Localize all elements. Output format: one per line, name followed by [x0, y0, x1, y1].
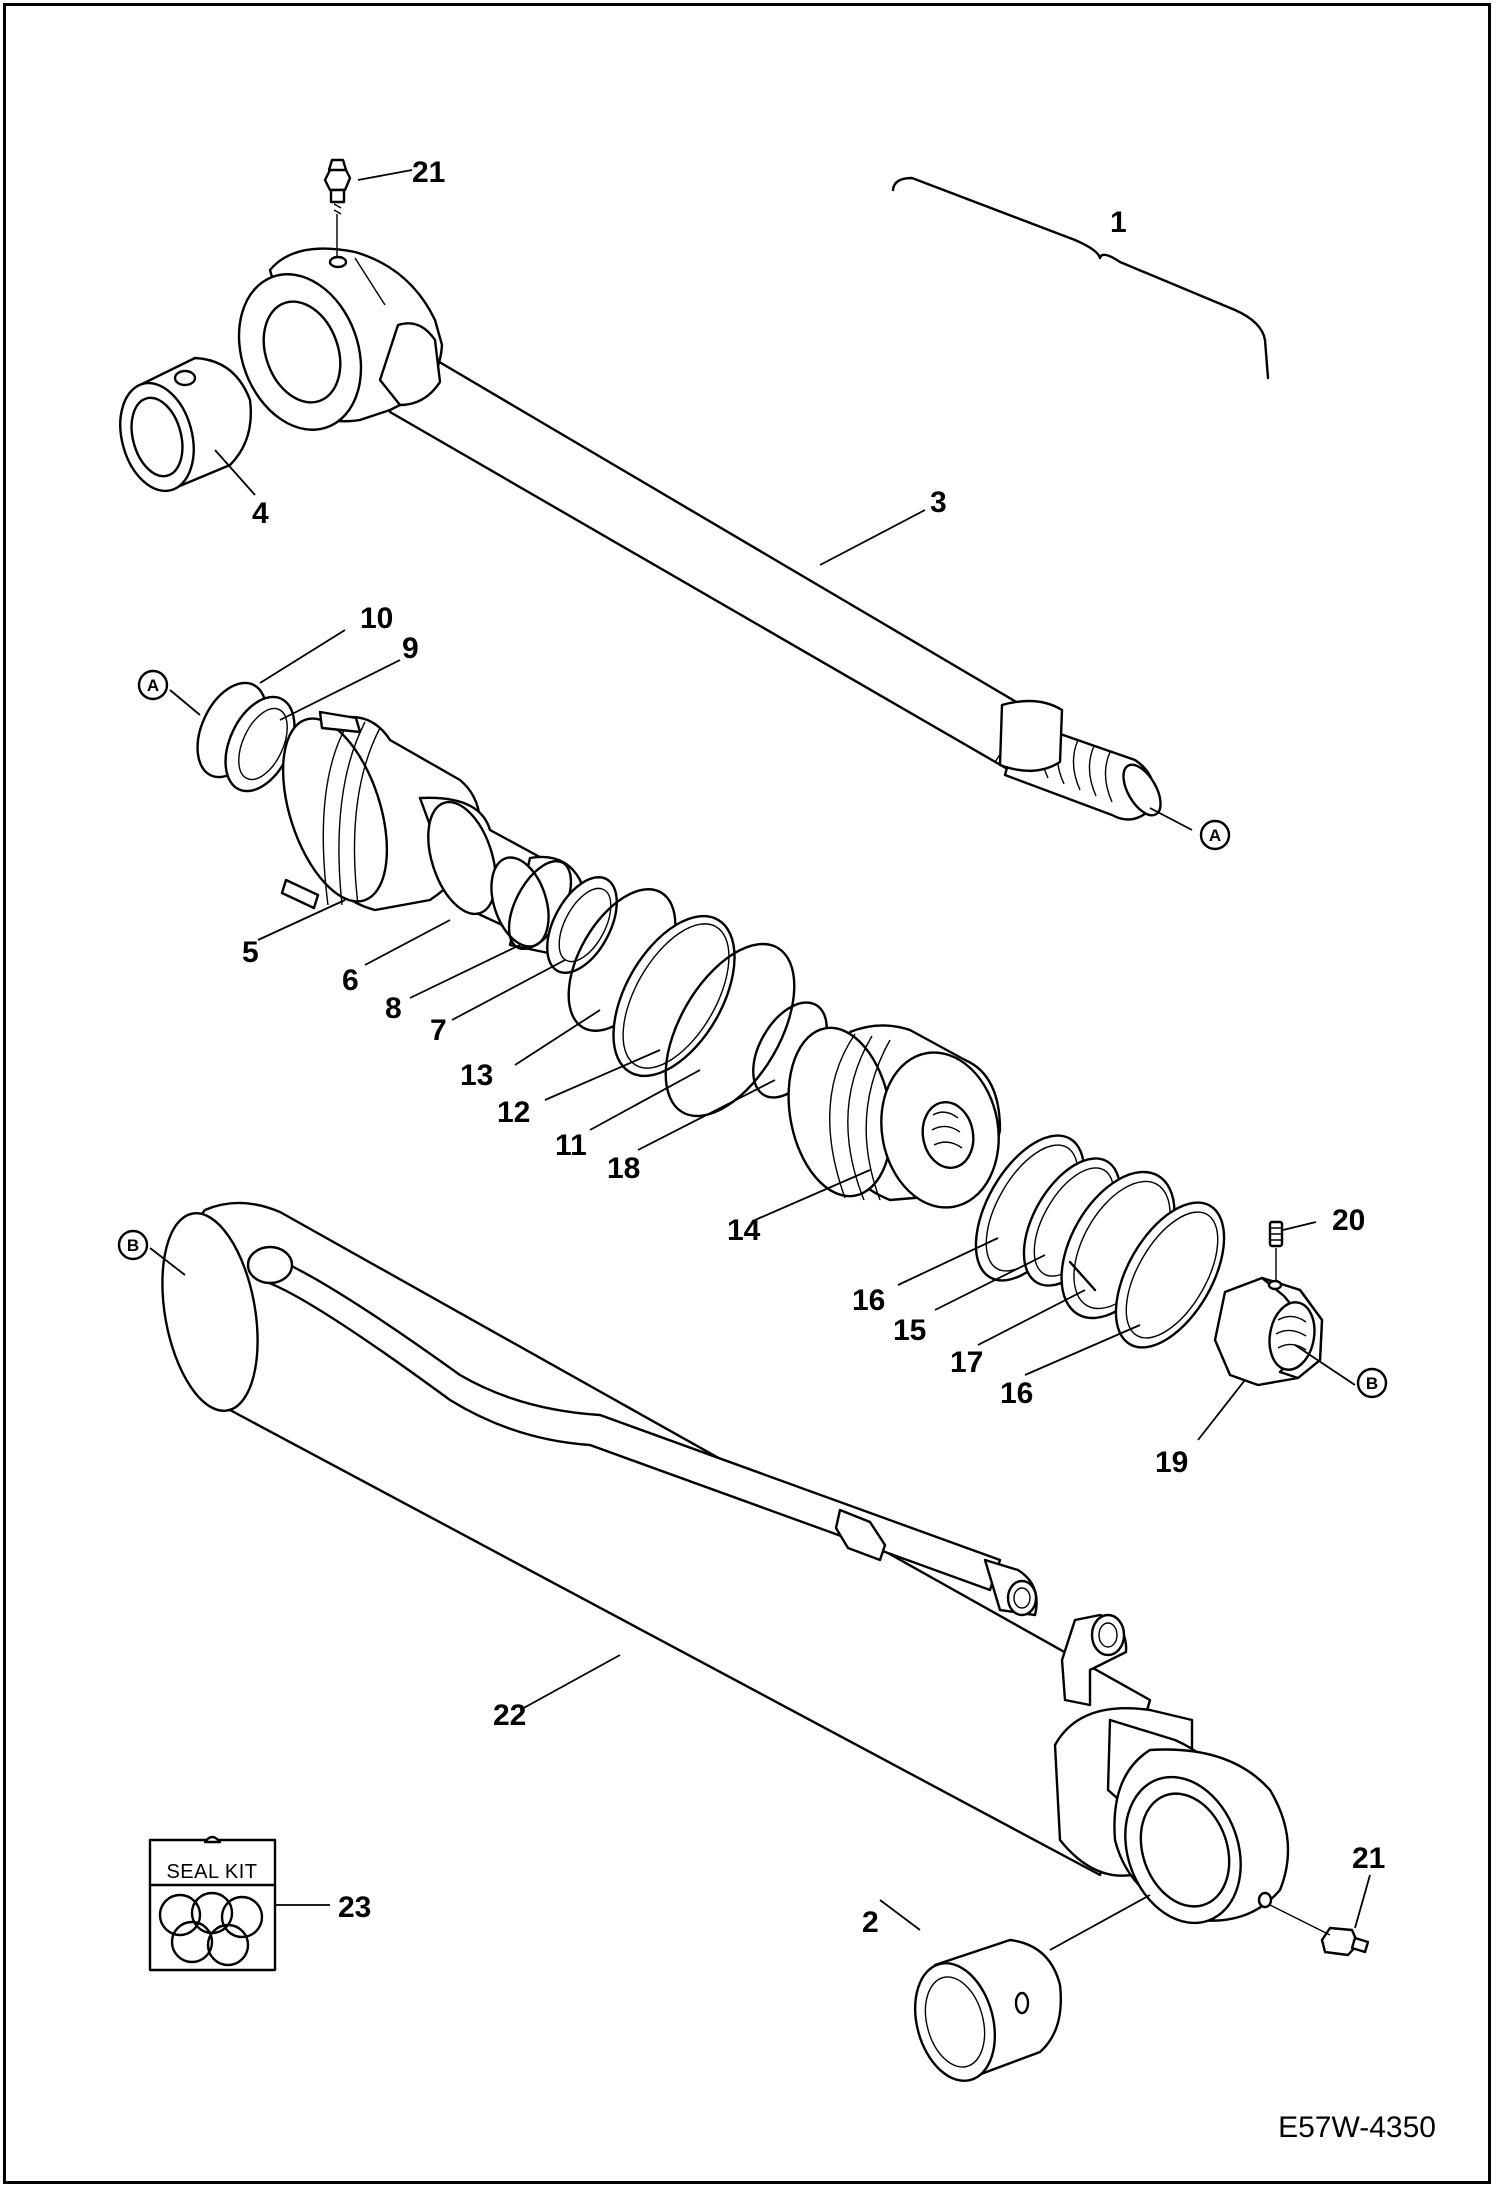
- reference-marker-a-left: A: [137, 669, 169, 701]
- callout-22: 22: [493, 1699, 526, 1732]
- callout-labels: 1 2 3 4 5 6 7 8 9 10 11 12 13 14 15 16 1…: [242, 156, 1385, 1939]
- callout-16-b: 16: [1000, 1377, 1033, 1410]
- backup-ring-12: [612, 914, 736, 1078]
- callout-7: 7: [430, 1014, 447, 1047]
- callout-19: 19: [1155, 1446, 1188, 1479]
- callout-16-a: 16: [852, 1284, 885, 1317]
- ring-16-b: [1114, 1201, 1226, 1349]
- callout-5: 5: [242, 936, 259, 969]
- callout-17: 17: [950, 1346, 983, 1379]
- reference-marker-b-label: B: [1366, 1374, 1378, 1393]
- callout-13: 13: [460, 1059, 493, 1092]
- callout-15: 15: [893, 1314, 926, 1347]
- reference-marker-b-left: B: [117, 1229, 149, 1261]
- reference-marker-b-label: B: [127, 1236, 139, 1255]
- callout-10: 10: [360, 602, 393, 635]
- piston-14: [787, 1024, 1002, 1209]
- callout-21-bottom: 21: [1352, 1842, 1385, 1875]
- assembly-bracket-line: [891, 176, 1270, 380]
- o-ring-11: [664, 942, 796, 1118]
- seal-kit-title: SEAL KIT: [166, 1861, 257, 1883]
- reference-marker-a-label: A: [1209, 826, 1221, 845]
- set-screw-20: [1268, 1220, 1284, 1280]
- callout-18: 18: [607, 1152, 640, 1185]
- callout-3: 3: [930, 486, 947, 519]
- callout-14: 14: [727, 1214, 761, 1247]
- lock-nut-19: [1213, 1276, 1324, 1387]
- gland-assembly: [196, 681, 618, 974]
- piston-rod: [383, 328, 1162, 821]
- leader-lines: [149, 169, 1371, 1951]
- callout-21-top: 21: [412, 156, 445, 189]
- bushing-2: [913, 1938, 1062, 2082]
- callout-1: 1: [1110, 206, 1127, 239]
- callout-11: 11: [555, 1129, 587, 1162]
- rod-assembly: [119, 158, 1270, 821]
- cylinder-barrel: [161, 1201, 1290, 1925]
- gland-5: [280, 710, 602, 962]
- callout-6: 6: [342, 964, 359, 997]
- grease-fitting-bottom: [1269, 1904, 1370, 1957]
- rod-eye: [237, 247, 444, 431]
- reference-marker-a-right: A: [1199, 819, 1231, 851]
- bushing-4: [119, 356, 252, 493]
- reference-marker-b-right: B: [1356, 1367, 1388, 1399]
- ring-7: [546, 876, 618, 974]
- figure-id: E57W-4350: [1278, 2111, 1436, 2144]
- callout-2: 2: [862, 1906, 879, 1939]
- callout-20: 20: [1332, 1204, 1365, 1237]
- seal-kit-23: [148, 1835, 277, 1972]
- callout-12: 12: [497, 1096, 530, 1129]
- callout-23: 23: [338, 1891, 371, 1924]
- reference-marker-a-label: A: [147, 676, 159, 695]
- piston-assembly: [787, 1024, 1226, 1349]
- grease-fitting-top: [323, 158, 352, 258]
- callout-8: 8: [385, 992, 402, 1025]
- callout-4: 4: [252, 497, 269, 530]
- callout-9: 9: [402, 632, 419, 665]
